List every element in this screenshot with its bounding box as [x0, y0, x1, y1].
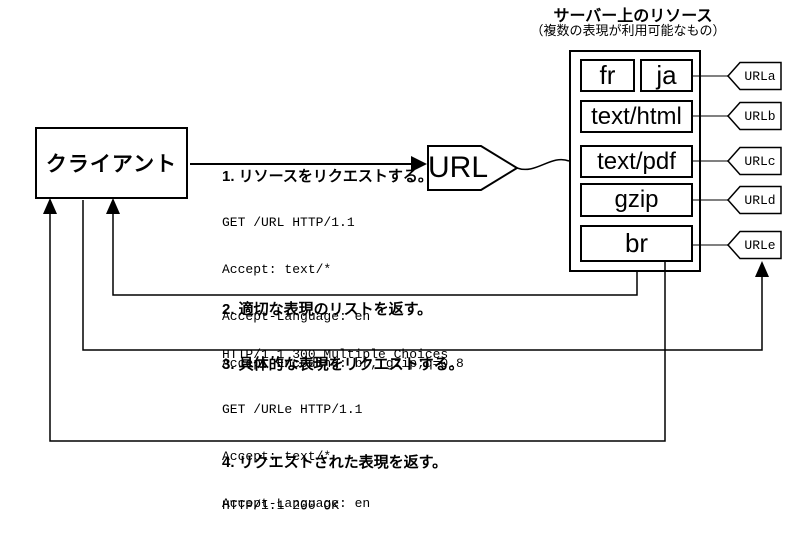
- step1-title: 1. リソースをリクエストする。: [222, 168, 433, 185]
- step4-response-line: [49, 206, 666, 442]
- step4-arrowhead-icon: [43, 198, 57, 214]
- tag-urlc-label: URLc: [744, 153, 776, 169]
- step2-response-line: [112, 206, 638, 296]
- resource-label: ja: [656, 60, 677, 90]
- tag-urla-label: URLa: [744, 68, 776, 84]
- resource-box-ja: ja: [640, 59, 693, 92]
- server-resources-box: [569, 50, 701, 272]
- tag-urla-shape: [726, 61, 782, 91]
- resource-label: fr: [599, 60, 616, 90]
- tag-urld-shape: [726, 185, 782, 215]
- url-node-label: URL: [427, 151, 488, 184]
- server-title: サーバー上のリソース: [553, 8, 713, 25]
- step4-http-text: HTTP/1.1 200 OK Content-Location: /URLe …: [222, 468, 401, 542]
- resource-label: gzip: [614, 186, 659, 213]
- resource-box-fr: fr: [580, 59, 635, 92]
- step3-http-text: GET /URLe HTTP/1.1 Accept: text/* Accept…: [222, 371, 464, 542]
- http-line: GET /URLe HTTP/1.1: [222, 402, 363, 417]
- http-line: Accept-Language: en: [222, 309, 371, 324]
- tag-urlb-shape: [726, 101, 782, 131]
- http-line: HTTP/1.1 200 OK: [222, 498, 340, 513]
- tag-urle-label: URLe: [744, 237, 776, 253]
- http-line: Accept-Language: en: [222, 496, 371, 511]
- resource-label: text/html: [591, 102, 682, 130]
- url-node-shape: [427, 145, 519, 191]
- tag-urld-label: URLd: [744, 192, 776, 208]
- server-subtitle: （複数の表現が利用可能なもの）: [530, 23, 726, 38]
- tag-urle-shape: [726, 230, 782, 260]
- step1-arrowhead-icon: [411, 156, 427, 172]
- step3-arrowhead-icon: [755, 261, 769, 277]
- step2-title: 2. 適切な表現のリストを返す。: [222, 301, 433, 318]
- http-line: Accept: text/*: [222, 449, 332, 464]
- resource-box-textpdf: text/pdf: [580, 145, 693, 178]
- http-line: Accept: text/*: [222, 262, 332, 277]
- step3-request-line: [82, 200, 763, 351]
- step4-title: 4. リクエストされた表現を返す。: [222, 454, 448, 471]
- resource-label: text/pdf: [597, 147, 676, 175]
- step3-title: 3. 具体的な表現をリクエストする。: [222, 356, 464, 373]
- resource-box-texthtml: text/html: [580, 100, 693, 133]
- resource-box-br: br: [580, 225, 693, 262]
- http-line: Accept-Encoding: br, gzip;q=0.8: [222, 356, 464, 371]
- step2-http-text: HTTP/1.1 300 Multiple Choices: [222, 316, 448, 393]
- http-line: GET /URL HTTP/1.1: [222, 215, 355, 230]
- url-to-server-link: [516, 158, 570, 171]
- resource-label: br: [624, 228, 649, 258]
- step2-arrowhead-icon: [106, 198, 120, 214]
- client-box: クライアント: [35, 127, 188, 199]
- client-label: クライアント: [45, 153, 178, 176]
- resource-box-gzip: gzip: [580, 183, 693, 217]
- step1-http-text: GET /URL HTTP/1.1 Accept: text/* Accept-…: [222, 184, 464, 402]
- http-line: HTTP/1.1 300 Multiple Choices: [222, 347, 449, 362]
- tag-urlb-label: URLb: [744, 108, 776, 124]
- tag-urlc-shape: [726, 146, 782, 176]
